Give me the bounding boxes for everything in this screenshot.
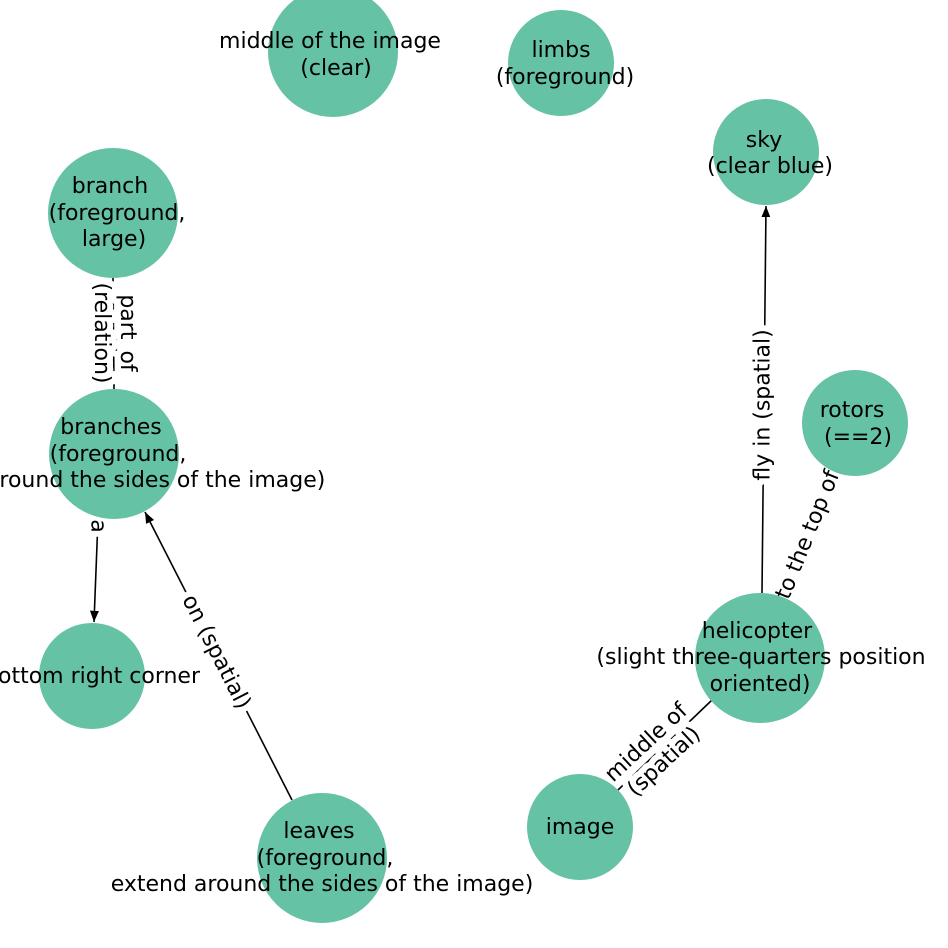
edge-branch-branches (112, 277, 115, 390)
edge-leaves-branches (144, 511, 293, 801)
node-label: sky (746, 128, 782, 153)
edge-label-line: (relation) (90, 283, 115, 384)
node-branch[interactable]: branch (foreground, large) (48, 148, 185, 278)
node-middle-of-image[interactable]: middle of the image (clear) (219, 0, 441, 117)
node-label: (foreground) (496, 65, 634, 90)
node-label: limbs (531, 38, 590, 63)
node-rotors[interactable]: rotors (==2) (802, 370, 908, 476)
node-label: (foreground, (257, 846, 394, 871)
node-leaves[interactable]: leaves (foreground, extend around the si… (111, 793, 534, 923)
node-helicopter[interactable]: helicopter (slight three-quarters positi… (596, 593, 926, 723)
node-label: (clear blue) (707, 154, 833, 179)
node-label: branches (60, 415, 161, 440)
node-label: branch (72, 174, 148, 199)
node-branches[interactable]: branches (foreground, extend around the … (0, 389, 325, 519)
node-label: (clear) (300, 56, 371, 81)
node-label: (slight three-quarters position (596, 645, 925, 670)
node-label: image (546, 815, 615, 840)
node-label: bottom right corner (0, 664, 201, 689)
edge-label-fly-in: fly in (spatial) (751, 329, 776, 480)
node-sky[interactable]: sky (clear blue) (707, 99, 833, 205)
node-label: (foreground, (49, 201, 186, 226)
node-bottom-right-corner[interactable]: bottom right corner (0, 623, 201, 729)
node-label: extend around the sides of the image) (111, 872, 534, 897)
node-limbs[interactable]: limbs (foreground) (496, 10, 634, 116)
node-label: middle of the image (219, 29, 441, 54)
node-label: oriented) (710, 672, 811, 697)
node-label: rotors (820, 398, 885, 423)
edge-image-helicopter (617, 699, 713, 791)
edge-branches-corner (89, 518, 99, 623)
edge-helicopter-sky (761, 205, 771, 594)
node-label: (==2) (824, 425, 892, 450)
edge-label-branches-corner: a (86, 519, 111, 532)
edge-helicopter-rotors (784, 471, 836, 599)
edge-label-line: part_of (116, 294, 141, 373)
node-label: leaves (283, 819, 354, 844)
node-label: (foreground, (50, 442, 187, 467)
edge-label-top-of: to the top of (771, 466, 846, 603)
node-image[interactable]: image (527, 774, 633, 880)
node-label: helicopter (702, 619, 813, 644)
node-label: extend around the sides of the image) (0, 468, 325, 493)
node-label: large) (82, 227, 146, 252)
edge-label-part-of: part_of(relation) (90, 283, 141, 384)
edge-label-on: on (spatial) (177, 591, 256, 714)
